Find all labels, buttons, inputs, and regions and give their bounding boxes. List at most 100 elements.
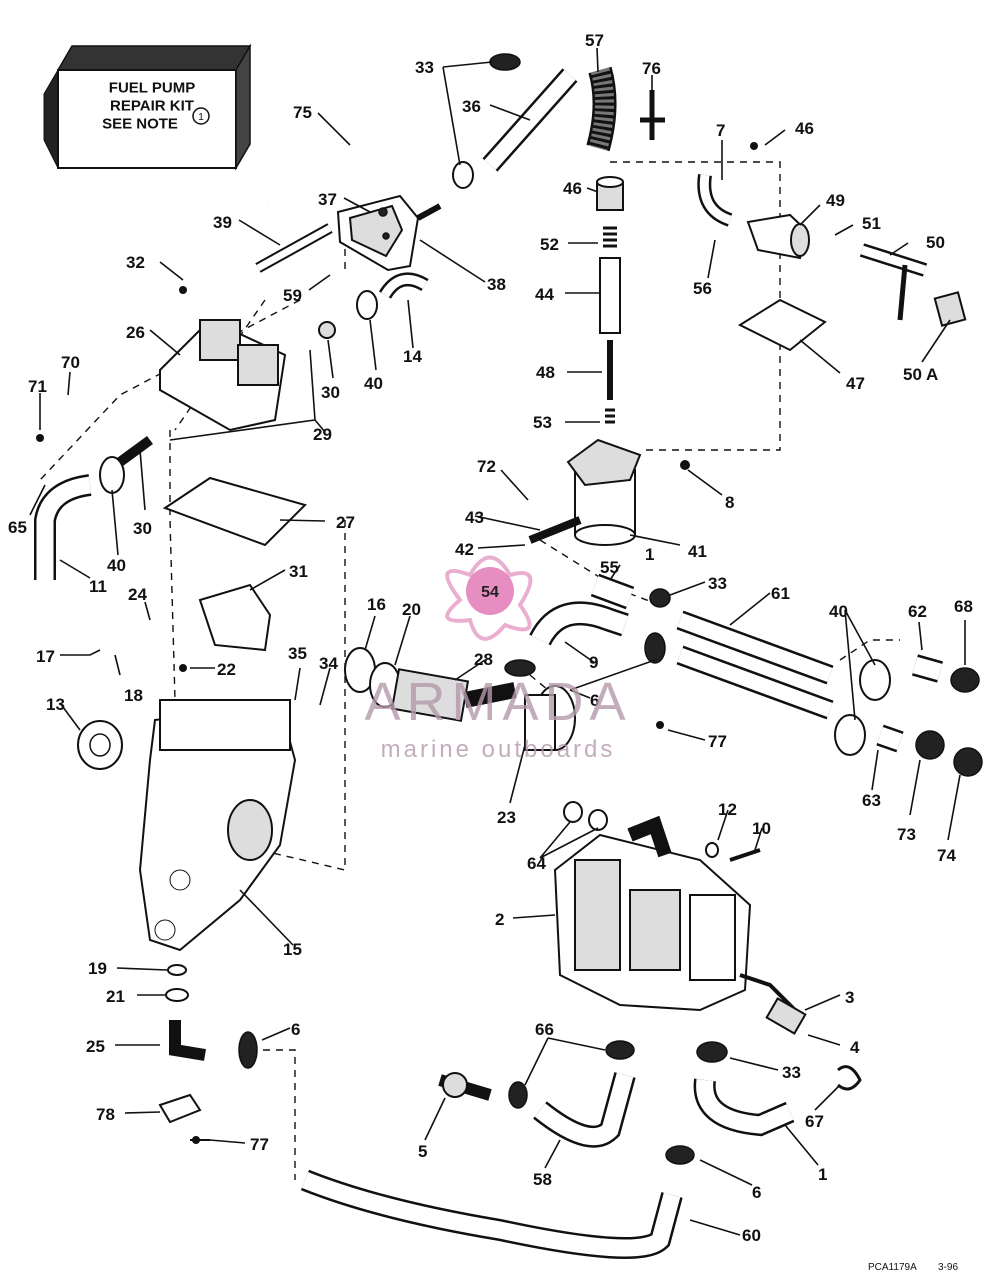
part-31 (198, 583, 272, 652)
callout-40-left: 40 (107, 556, 126, 575)
callout-35: 35 (288, 644, 307, 663)
gasket-27 (162, 476, 307, 547)
callout-52: 52 (540, 235, 559, 254)
callout-6-mid: 6 (590, 691, 599, 710)
housing-15 (138, 699, 297, 952)
clamp-68 (950, 667, 980, 693)
callout-50: 50 (926, 233, 945, 252)
choke-solenoid-49 (746, 213, 810, 260)
clamp-33-bottom (696, 1041, 728, 1063)
callout-39: 39 (213, 213, 232, 232)
watermark-logo (445, 555, 533, 641)
callout-46: 46 (563, 179, 582, 198)
screw-10 (729, 848, 761, 862)
callout-1-upper: 1 (645, 545, 654, 564)
clamp-66 (605, 1040, 635, 1060)
callout-78: 78 (96, 1105, 115, 1124)
callout-19: 19 (88, 959, 107, 978)
oring-21 (165, 988, 189, 1002)
callout-9: 9 (589, 653, 598, 672)
callout-63: 63 (862, 791, 881, 810)
callout-32: 32 (126, 253, 145, 272)
callout-48: 48 (536, 363, 555, 382)
callout-33: 33 (415, 58, 434, 77)
callout-13: 13 (46, 695, 65, 714)
callout-72: 72 (477, 457, 496, 476)
callout-59: 59 (283, 286, 302, 305)
repair-kit-box: FUEL PUMP REPAIR KIT SEE NOTE 1 (43, 43, 252, 171)
callout-22: 22 (217, 660, 236, 679)
callout-65: 65 (8, 518, 27, 537)
callout-38: 38 (487, 275, 506, 294)
callout-40-right: 40 (829, 602, 848, 621)
callout-21: 21 (106, 987, 125, 1006)
connector-4 (765, 997, 807, 1035)
washer-64b (588, 809, 608, 831)
clamp-33-mid-right (649, 588, 671, 608)
elbow-25 (169, 1020, 206, 1061)
callout-numbers: 33 57 76 75 36 7 46 37 46 49 39 52 51 50… (8, 31, 973, 1245)
callout-41: 41 (688, 542, 707, 561)
callout-70: 70 (61, 353, 80, 372)
callout-6-bottom: 6 (752, 1183, 761, 1202)
callout-74: 74 (937, 846, 956, 865)
callout-27: 27 (336, 513, 355, 532)
clamp-6-bottom (665, 1145, 695, 1165)
callout-16: 16 (367, 595, 386, 614)
fuel-pump-38 (336, 194, 442, 272)
callout-30-left: 30 (133, 519, 152, 538)
callout-47: 47 (846, 374, 865, 393)
callout-62: 62 (908, 602, 927, 621)
cover-26 (159, 318, 287, 432)
callout-12: 12 (718, 800, 737, 819)
watermark-badge: 54 (481, 584, 499, 601)
bracket-78 (158, 1093, 202, 1124)
callout-33-bottom: 33 (782, 1063, 801, 1082)
callout-20: 20 (402, 600, 421, 619)
fuel-filter-57 (586, 66, 617, 152)
watermark-brand: ARMADA (364, 672, 631, 732)
cap-23 (524, 685, 576, 751)
callout-33-right: 33 (708, 574, 727, 593)
callout-26: 26 (126, 323, 145, 342)
leader-lines (29, 47, 966, 1236)
clamp-73 (915, 730, 945, 760)
callout-25: 25 (86, 1037, 105, 1056)
callout-2: 2 (495, 910, 504, 929)
callout-3: 3 (845, 988, 854, 1007)
callout-1-bottom: 1 (818, 1165, 827, 1184)
clamp-6-left (504, 659, 536, 677)
callout-50a: 50 A (903, 365, 938, 384)
clamp-6-mid (644, 632, 666, 664)
watermark-tagline: marine outboards (381, 736, 616, 763)
callout-30-upper: 30 (321, 383, 340, 402)
callout-15: 15 (283, 940, 302, 959)
kit-line-2: REPAIR KIT (110, 97, 194, 114)
fitting-76 (640, 90, 665, 140)
callout-37: 37 (318, 190, 337, 209)
callout-67: 67 (805, 1112, 824, 1131)
callout-23: 23 (497, 808, 516, 827)
cup-28 (463, 682, 517, 708)
callout-40-upper: 40 (364, 374, 383, 393)
callout-77-mid: 77 (708, 732, 727, 751)
needle-42 (528, 516, 582, 544)
callout-6-left: 6 (291, 1020, 300, 1039)
callout-8: 8 (725, 493, 734, 512)
fuel-pump-2 (553, 815, 752, 1012)
callout-14: 14 (403, 347, 422, 366)
callout-49: 49 (826, 191, 845, 210)
footer-date: 3-96 (938, 1262, 958, 1273)
callout-36: 36 (462, 97, 481, 116)
callout-43: 43 (465, 508, 484, 527)
fitting-30-left (117, 435, 153, 467)
callout-55: 55 (600, 558, 619, 577)
oring-19 (167, 964, 187, 976)
callout-64: 64 (527, 854, 546, 873)
callout-77-bottom: 77 (250, 1135, 269, 1154)
washer-12 (705, 842, 719, 858)
callout-53: 53 (533, 413, 552, 432)
callout-60: 60 (742, 1226, 761, 1245)
watermark: 54 ARMADA marine outboards (364, 555, 631, 763)
